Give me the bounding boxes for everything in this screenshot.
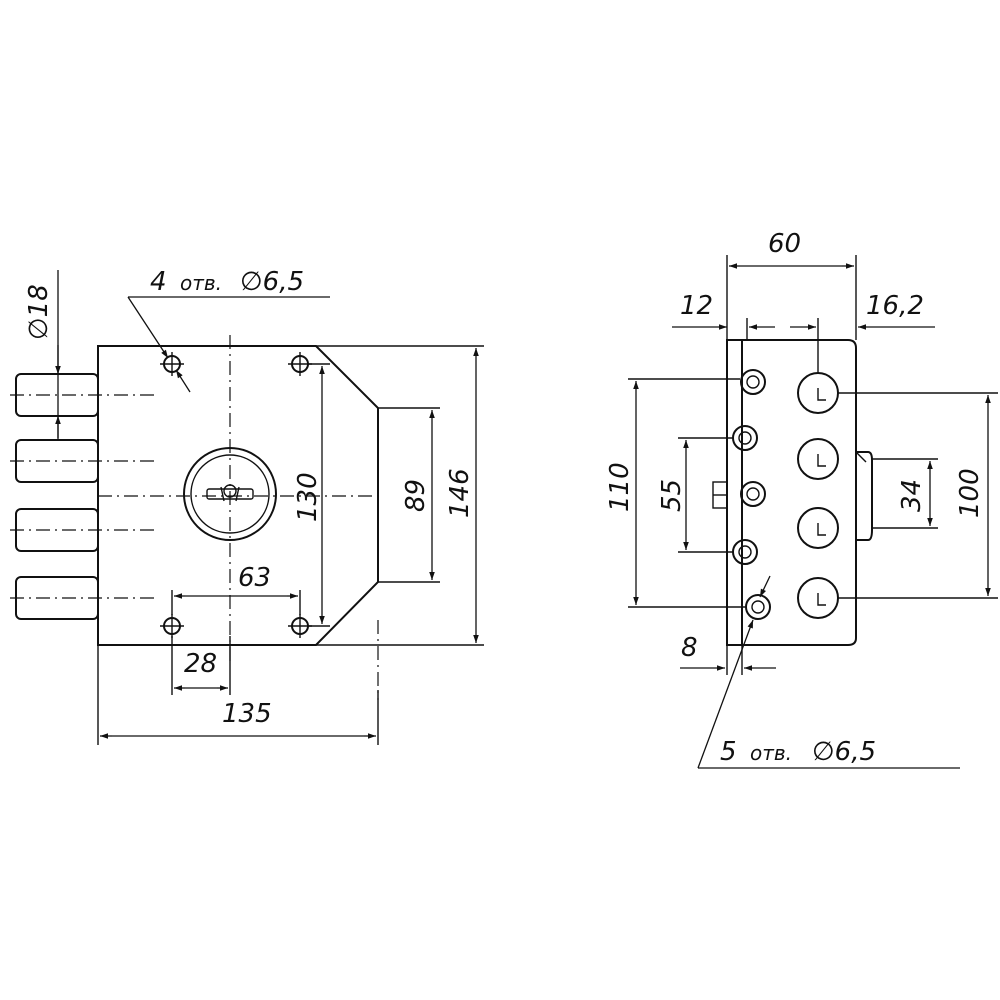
latch xyxy=(856,451,873,541)
dim-label-edge: 8 xyxy=(681,633,698,663)
side-bolts xyxy=(797,372,839,619)
holes-note-count: 4 xyxy=(150,267,167,297)
dim-latch: 34 xyxy=(872,458,938,529)
dim-label-plate-offset: 12 xyxy=(680,291,713,321)
side-body-outline xyxy=(742,339,857,646)
dim-label-holes-span: 110 xyxy=(605,462,635,512)
holes-note-side-count: 5 xyxy=(720,737,737,767)
hole-top-left xyxy=(160,352,184,376)
mounting-holes xyxy=(160,352,312,638)
dim-edge: 8 xyxy=(680,633,776,675)
holes-note-side-unit: отв. xyxy=(750,741,792,765)
dim-label-bolt-diameter: ∅18 xyxy=(24,284,54,340)
dim-holes-span: 110 xyxy=(605,378,746,608)
dim-width: 135 xyxy=(97,645,379,745)
hole-bottom-left xyxy=(160,614,184,638)
side-hole-1 xyxy=(740,369,766,395)
dim-strike: 89 xyxy=(378,407,440,583)
dim-bolt-diameter: ∅18 xyxy=(24,270,61,440)
dim-holes-spacing: 63 xyxy=(171,563,301,615)
dim-depth: 60 xyxy=(726,229,857,340)
side-bolt-3 xyxy=(797,507,839,549)
holes-note-unit: отв. xyxy=(180,271,222,295)
side-bolt-1 xyxy=(797,372,839,414)
side-hole-3 xyxy=(740,481,766,507)
side-hole-2 xyxy=(732,425,758,451)
key-cylinder xyxy=(183,447,277,541)
holes-note-side: 5 отв. ∅6,5 xyxy=(697,575,960,769)
side-bolt-2 xyxy=(797,438,839,480)
dim-label-inner-height: 130 xyxy=(293,472,323,522)
dim-inner-height: 130 xyxy=(293,363,330,627)
side-hole-4 xyxy=(732,539,758,565)
holes-note-diameter: ∅6,5 xyxy=(240,267,304,297)
holes-note-side-diameter: ∅6,5 xyxy=(812,737,876,767)
dim-label-bolts-span: 100 xyxy=(955,468,985,518)
dim-label-depth: 60 xyxy=(768,229,801,259)
dim-bolts-span: 100 xyxy=(838,392,998,599)
side-view: 60 12 16,2 110 xyxy=(605,229,998,769)
front-view: ∅18 4 отв. ∅6,5 130 89 xyxy=(10,267,484,745)
dim-label-strike: 89 xyxy=(401,479,431,512)
dim-height: 146 xyxy=(316,345,484,646)
dim-holes-offset: 28 xyxy=(171,636,231,695)
holes-note-front: 4 отв. ∅6,5 xyxy=(127,267,330,393)
dim-label-holes-offset: 28 xyxy=(184,649,217,679)
dim-label-height: 146 xyxy=(445,468,475,518)
dim-label-latch: 34 xyxy=(897,479,927,512)
faceplate-holes xyxy=(732,369,771,620)
dim-label-holes-spacing: 63 xyxy=(238,563,271,593)
dim-label-bolt-offset: 16,2 xyxy=(866,291,924,321)
dim-label-holes-mid: 55 xyxy=(657,479,687,512)
side-hole-5 xyxy=(745,594,771,620)
dim-holes-mid: 55 xyxy=(657,437,733,553)
dim-label-width: 135 xyxy=(222,699,272,729)
faceplate xyxy=(726,339,743,646)
dim-bolt-offset: 16,2 xyxy=(790,291,935,373)
side-bolt-4 xyxy=(797,577,839,619)
dim-plate-offset: 12 xyxy=(672,291,775,340)
